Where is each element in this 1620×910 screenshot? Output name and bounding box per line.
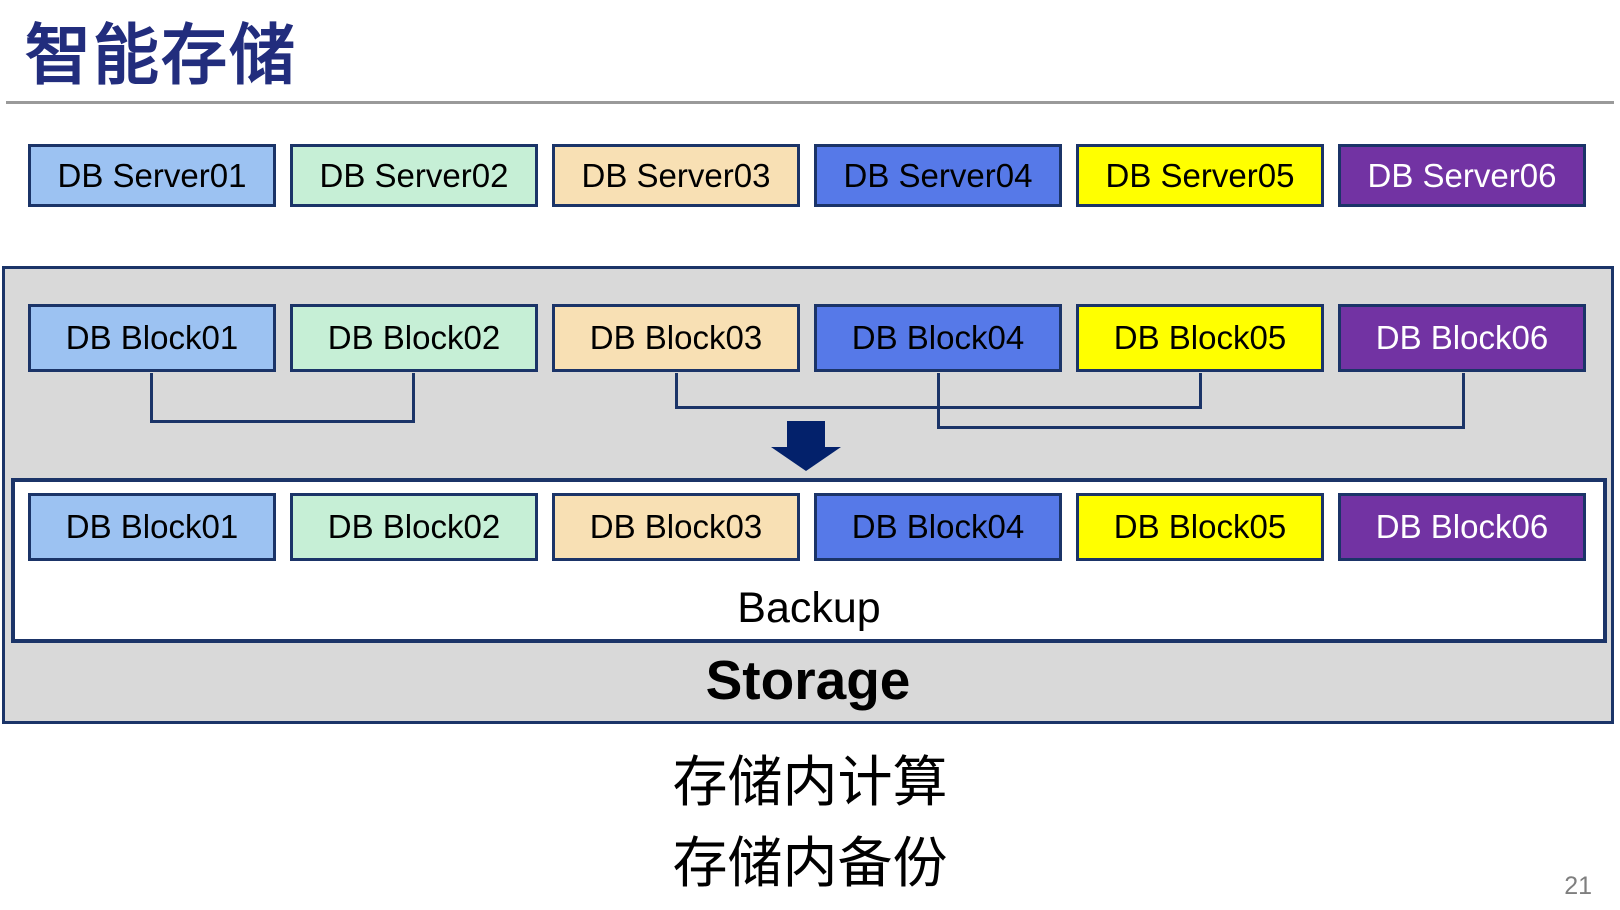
down-arrow-icon [771,447,841,471]
slide-title: 智能存储 [25,18,297,92]
db-block-row-top: DB Block01 DB Block02 DB Block03 DB Bloc… [0,304,1620,372]
db-server-row: DB Server01 DB Server02 DB Server03 DB S… [0,144,1620,207]
db-block-bottom-box-02: DB Block02 [290,493,538,561]
page-number: 21 [1564,872,1592,900]
connector-block01-block02 [150,373,415,423]
db-server-box-06: DB Server06 [1338,144,1586,207]
db-block-bottom-box-04: DB Block04 [814,493,1062,561]
db-server-box-02: DB Server02 [290,144,538,207]
db-block-top-box-02: DB Block02 [290,304,538,372]
caption-in-storage-backup: 存储内备份 [672,832,948,894]
down-arrow-stem [787,421,825,448]
db-block-bottom-box-01: DB Block01 [28,493,276,561]
backup-label: Backup [737,584,881,632]
db-server-box-01: DB Server01 [28,144,276,207]
db-block-top-box-06: DB Block06 [1338,304,1586,372]
storage-label: Storage [705,649,911,711]
db-block-bottom-box-03: DB Block03 [552,493,800,561]
db-block-bottom-box-05: DB Block05 [1076,493,1324,561]
title-divider [6,101,1614,104]
db-server-box-04: DB Server04 [814,144,1062,207]
db-block-top-box-05: DB Block05 [1076,304,1324,372]
db-server-box-03: DB Server03 [552,144,800,207]
connector-block04-block06 [937,373,1465,429]
db-block-row-bottom: DB Block01 DB Block02 DB Block03 DB Bloc… [0,493,1620,561]
db-block-bottom-box-06: DB Block06 [1338,493,1586,561]
db-block-top-box-04: DB Block04 [814,304,1062,372]
caption-in-storage-compute: 存储内计算 [672,751,948,813]
slide-captions: 存储内计算 存储内备份 [0,742,1620,904]
db-server-box-05: DB Server05 [1076,144,1324,207]
db-block-top-box-01: DB Block01 [28,304,276,372]
db-block-top-box-03: DB Block03 [552,304,800,372]
